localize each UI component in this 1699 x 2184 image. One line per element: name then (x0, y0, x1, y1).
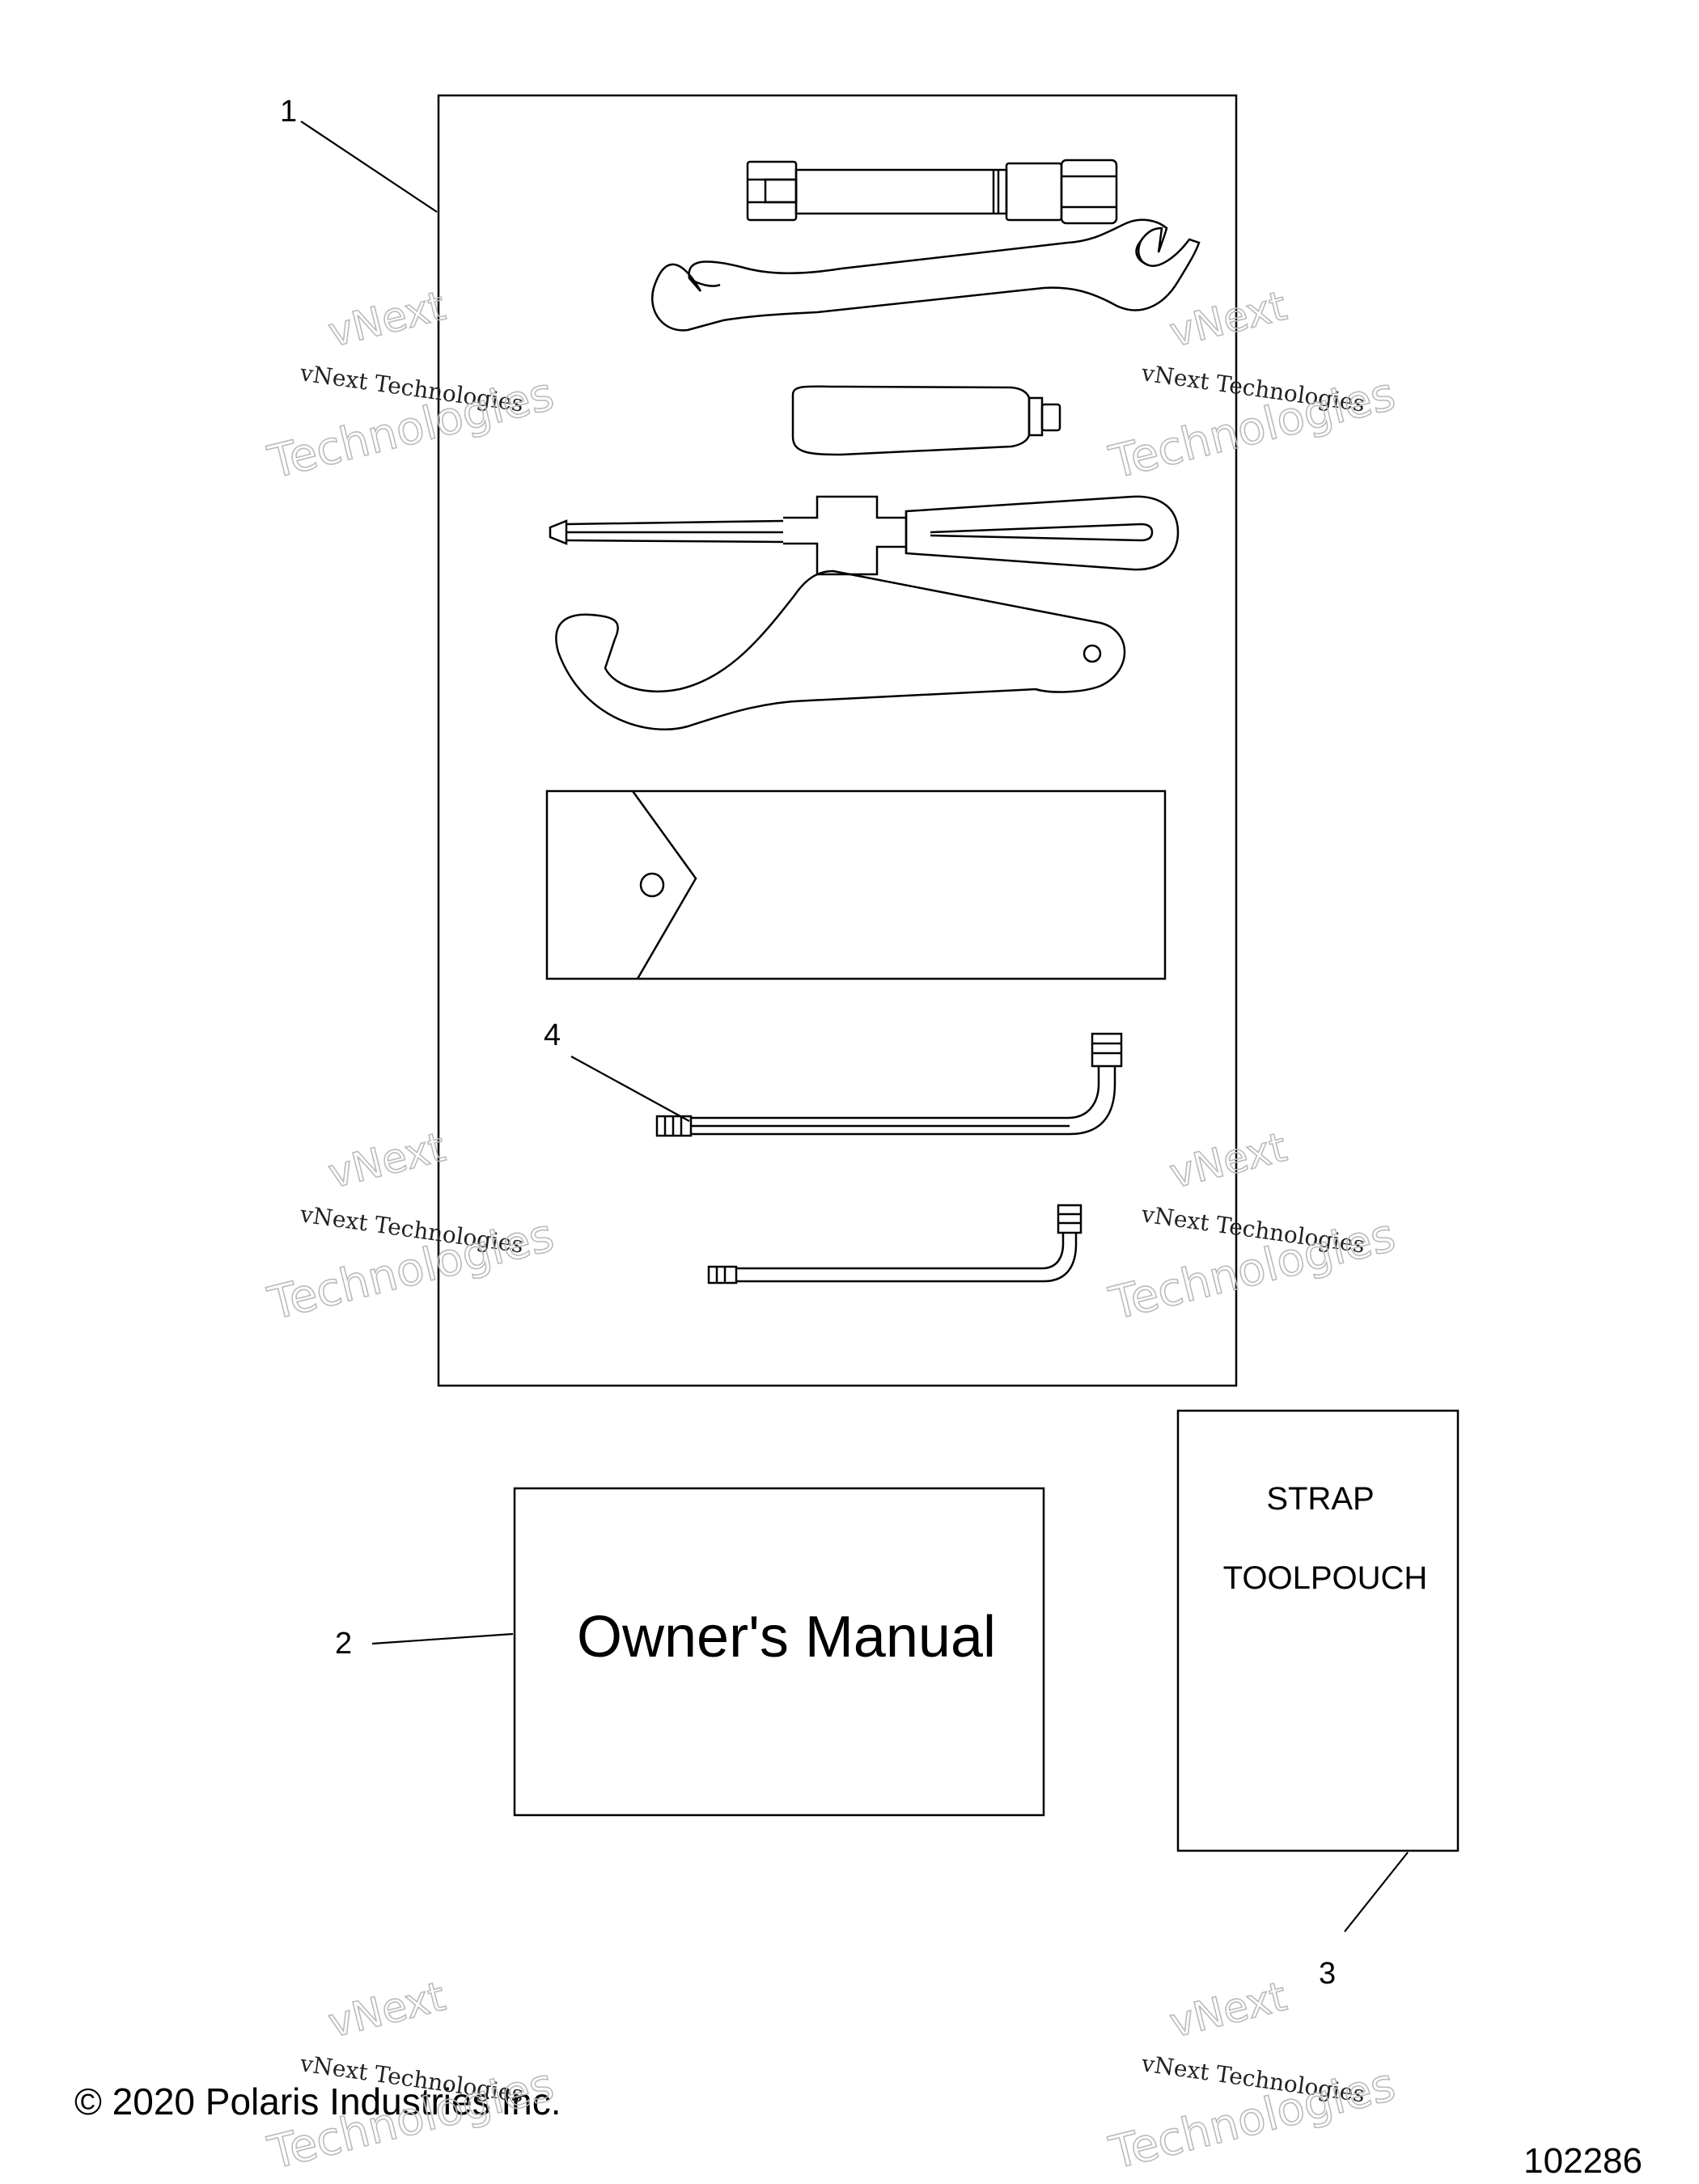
callout-leader-2 (371, 1632, 514, 1645)
open-end-wrench (651, 218, 1201, 332)
diagram-number: 102286 (1523, 2141, 1642, 2181)
strap-toolpouch-box (1176, 1409, 1460, 1852)
strap-label: STRAP (1266, 1481, 1374, 1517)
watermark: vNext Technologies vNext Technologies (262, 1972, 559, 2181)
svg-text:vNext: vNext (1165, 1124, 1291, 1198)
screwdriver (549, 495, 1180, 576)
owners-manual-box (513, 1487, 1045, 1817)
svg-text:vNext: vNext (1165, 1973, 1291, 2047)
tool-handle (791, 385, 1061, 456)
owners-manual-label: Owner's Manual (577, 1605, 996, 1670)
svg-text:vNext: vNext (324, 1124, 450, 1198)
tool-pouch (545, 789, 1167, 980)
hex-key-large (655, 1032, 1123, 1137)
spark-plug-socket (746, 159, 1118, 225)
callout-number-1: 1 (280, 95, 297, 129)
watermark: vNext Technologies vNext Technologies (1104, 281, 1400, 490)
callout-number-3: 3 (1319, 1957, 1336, 1991)
svg-text:vNext: vNext (1165, 282, 1291, 357)
watermark: vNext Technologies vNext Technologies (1104, 1972, 1400, 2181)
watermark: vNext Technologies vNext Technologies (262, 281, 559, 490)
svg-text:vNext: vNext (324, 282, 450, 357)
callout-leader-3 (1344, 1852, 1409, 1932)
tool-kit-box (437, 94, 1238, 1387)
svg-text:vNext: vNext (324, 1973, 450, 2047)
copyright-notice: © 2020 Polaris Industries Inc. (74, 2080, 561, 2123)
watermark: vNext Technologies vNext Technologies (262, 1123, 559, 1331)
callout-number-2: 2 (335, 1627, 352, 1661)
callout-leader-4 (570, 1056, 690, 1122)
callout-number-4: 4 (544, 1018, 561, 1052)
hex-key-small (707, 1204, 1083, 1285)
toolpouch-label: TOOLPOUCH (1223, 1560, 1428, 1596)
watermark: vNext Technologies vNext Technologies (1104, 1123, 1400, 1331)
watermark-group: vNext Technologies vNext Technologies vN… (262, 281, 1400, 2181)
callout-leader-1 (300, 121, 438, 213)
hook-spanner-wrench (555, 569, 1126, 730)
